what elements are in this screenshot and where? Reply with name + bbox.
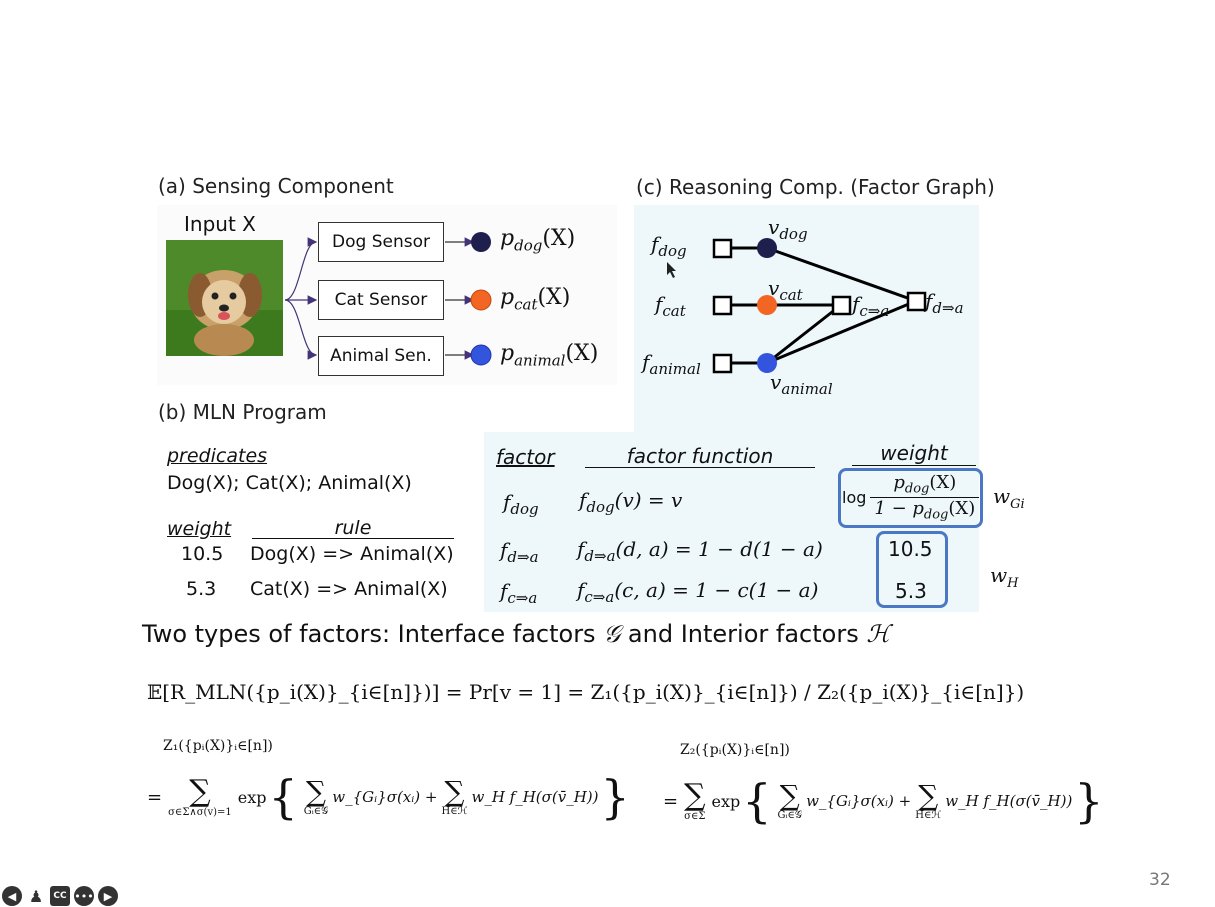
var-animal-node — [757, 353, 777, 373]
sensor-output-dots — [470, 232, 492, 366]
factor-graph — [667, 238, 927, 374]
person-icon[interactable]: ♟ — [28, 886, 44, 906]
log-weight-expression: log pdog(X) 1 − pdog(X) — [842, 472, 980, 522]
row1-factor: fdog — [503, 490, 539, 518]
factor-d-a-square — [906, 291, 927, 312]
main-equation: 𝔼[R_MLN({p_i(X)}_{i∈[n]})] = Pr[v = 1] =… — [147, 680, 1025, 704]
log-weight-highlight — [838, 468, 983, 528]
var-cat-node — [757, 295, 777, 315]
panel-a-title: (a) Sensing Component — [158, 174, 394, 198]
predicates-list: Dog(X); Cat(X); Animal(X) — [167, 472, 412, 494]
table-header-factor: factor — [496, 445, 555, 469]
var-dog-node — [757, 238, 777, 258]
v-cat-label: vcat — [768, 276, 803, 304]
cc-icon[interactable]: CC — [50, 886, 70, 906]
f-animal-label: fanimal — [642, 350, 701, 378]
dog-output-dot — [471, 232, 491, 252]
z2-heading: Z₂({pᵢ(X)}ᵢ∈[n]) — [680, 742, 790, 758]
slide-controls: ◀ ♟ CC ••• ▶ — [2, 886, 118, 906]
row3-factor: fc⇒a — [500, 579, 538, 607]
f-d-a-label: fd⇒a — [925, 289, 964, 317]
weight-10-5: 10.5 — [888, 537, 933, 561]
animal-output-dot — [470, 344, 492, 366]
more-icon[interactable]: ••• — [74, 886, 94, 906]
f-dog-label: fdog — [651, 232, 687, 260]
factor-dog-square — [712, 238, 733, 259]
factor-animal-square — [712, 353, 733, 374]
rule-text-2: Cat(X) => Animal(X) — [250, 578, 448, 600]
weight-header: weight — [167, 518, 232, 540]
rule-weight-1: 10.5 — [181, 543, 224, 565]
cat-output-dot — [470, 289, 492, 311]
rule-header: rule — [252, 518, 454, 539]
panel-b-title: (b) MLN Program — [158, 400, 327, 424]
headline: Two types of factors: Interface factors … — [142, 620, 891, 648]
prev-icon[interactable]: ◀ — [2, 886, 22, 906]
w-g-label: wGi — [993, 484, 1025, 512]
weight-5-3: 5.3 — [895, 579, 927, 603]
w-h-label: wH — [990, 563, 1019, 591]
predicates-header: predicates — [167, 445, 268, 467]
p-dog-label: pdog(X) — [500, 226, 576, 255]
z1-heading: Z₁({pᵢ(X)}ᵢ∈[n]) — [163, 738, 273, 754]
cat-sensor-box: Cat Sensor — [318, 280, 444, 320]
table-header-weight: weight — [852, 441, 976, 466]
cursor-icon — [667, 262, 676, 278]
panel-c-title: (c) Reasoning Comp. (Factor Graph) — [636, 175, 995, 199]
f-cat-label: fcat — [655, 292, 686, 320]
animal-sensor-box: Animal Sen. — [318, 336, 444, 376]
dog-sensor-box: Dog Sensor — [318, 222, 444, 262]
table-header-function: factor function — [585, 445, 815, 468]
dog-photo — [166, 240, 283, 356]
next-icon[interactable]: ▶ — [98, 886, 118, 906]
rule-weight-2: 5.3 — [186, 578, 217, 600]
z2-expansion: = ∑ σ∈Σ exp { ∑ Gᵢ∈𝒢 w_{Gᵢ}σ(xᵢ) + ∑ H∈ℋ… — [663, 774, 1104, 828]
row2-factor: fd⇒a — [500, 538, 539, 566]
v-dog-label: vdog — [768, 215, 808, 243]
input-label: Input X — [184, 212, 256, 236]
p-cat-label: pcat(X) — [500, 285, 571, 314]
table-background — [484, 432, 979, 612]
page-number: 32 — [1149, 870, 1171, 890]
row2-function: fd⇒a(d, a) = 1 − d(1 − a) — [577, 537, 823, 565]
factor-c-a-square — [831, 295, 852, 316]
row1-function: fdog(v) = v — [579, 488, 683, 516]
row3-function: fc⇒a(c, a) = 1 − c(1 − a) — [577, 578, 819, 606]
h-weight-highlight — [876, 531, 948, 608]
z1-expansion: = ∑ σ∈Σ∧σ(v)=1 exp { ∑ Gᵢ∈𝒢 w_{Gᵢ}σ(xᵢ) … — [147, 770, 630, 824]
f-c-a-label: fc⇒a — [852, 292, 890, 320]
panel-c-background — [634, 205, 979, 435]
panel-a-arrows — [284, 237, 475, 360]
rule-text-1: Dog(X) => Animal(X) — [250, 543, 454, 565]
factor-cat-square — [712, 295, 733, 316]
v-animal-label: vanimal — [770, 370, 833, 398]
p-animal-label: panimal(X) — [500, 341, 599, 370]
